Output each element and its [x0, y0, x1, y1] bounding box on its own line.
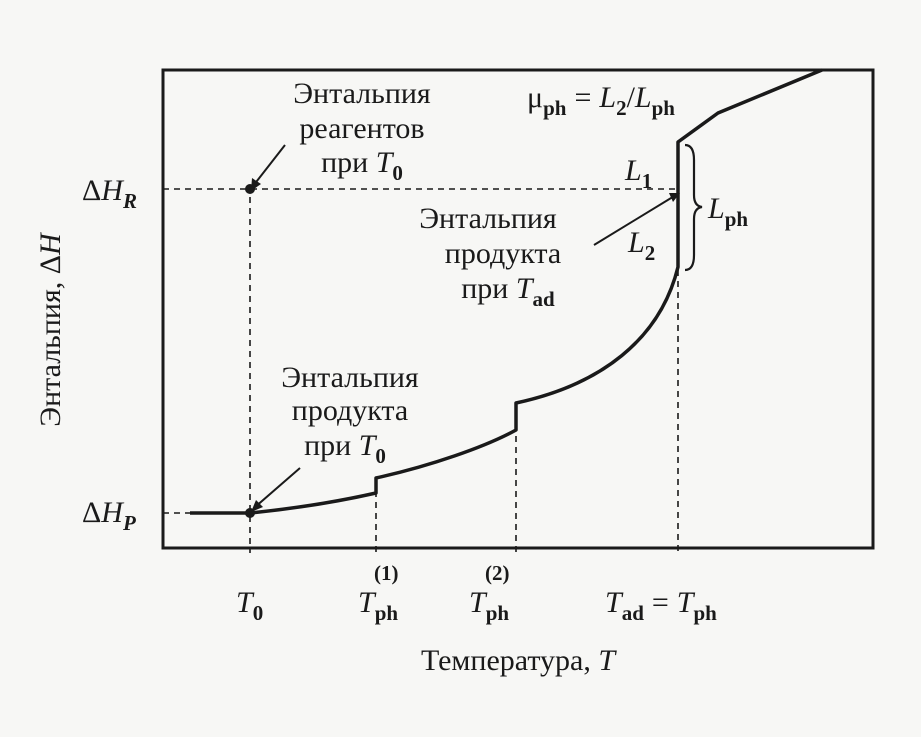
- product-tad-annotation-line-3: при Tad: [461, 272, 555, 311]
- x-tick-t0: T0: [236, 586, 263, 625]
- product-tad-annotation-line-1: Энтальпия: [419, 202, 557, 235]
- x-tick-tph2: Tph: [469, 586, 509, 625]
- y-tick-delta-h-p: ΔHP: [82, 496, 136, 535]
- reactants-arrow: [252, 144, 286, 187]
- product-tad-arrow: [593, 194, 677, 246]
- label-lph: Lph: [707, 192, 748, 231]
- reactants-arrowhead: [251, 178, 261, 191]
- mu-formula: μph=L2/Lph: [527, 81, 675, 120]
- reactants-annotation-line-2: реагентов: [299, 112, 424, 145]
- x-tick-tph2-superscript: (2): [485, 561, 510, 585]
- product-tad-annotation-line-2: продукта: [445, 237, 561, 270]
- x-tick-tad-eq-tph: Tad=Tph: [605, 586, 717, 625]
- product-t0-annotation-line-1: Энтальпия: [281, 361, 419, 394]
- reactants-annotation-line-1: Энтальпия: [293, 77, 431, 110]
- x-tick-tph1: Tph: [358, 586, 398, 625]
- product-enthalpy-curve: [190, 68, 823, 515]
- product-tad-arrowhead: [669, 193, 680, 202]
- plot-frame: [161, 68, 875, 550]
- label-l1: L1: [624, 154, 652, 193]
- lph-brace: [684, 143, 703, 272]
- x-axis-label: Температура, T: [421, 644, 617, 677]
- y-tick-delta-h-r: ΔHR: [82, 174, 137, 213]
- product-t0-arrow: [253, 467, 301, 509]
- x-tick-tph1-superscript: (1): [374, 561, 399, 585]
- reactants-annotation-line-3: при T0: [321, 146, 403, 185]
- product-t0-annotation-line-2: продукта: [292, 394, 408, 427]
- y-axis-label: Энтальпия, ΔH: [34, 231, 67, 427]
- product-t0-arrowhead: [251, 500, 263, 512]
- label-l2: L2: [627, 226, 655, 265]
- product-t0-annotation-line-3: при T0: [304, 429, 386, 468]
